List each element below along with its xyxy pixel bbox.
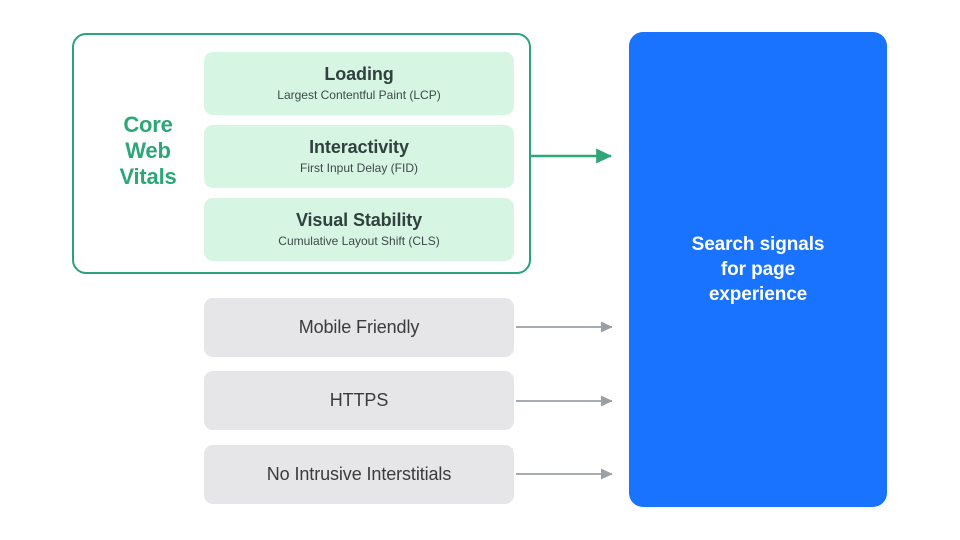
signal-box-https: HTTPS: [204, 371, 514, 430]
signal-box-label: HTTPS: [329, 390, 389, 410]
metric-card-title: Visual Stability: [295, 210, 423, 231]
search-signals-panel-label: Search signals for page experience: [691, 233, 825, 306]
metric-card-title: Interactivity: [309, 137, 409, 158]
search-signals-panel: Search signals for page experience: [629, 32, 887, 507]
metric-card-subtitle: Cumulative Layout Shift (CLS): [278, 233, 440, 248]
metric-card-interactivity: Interactivity First Input Delay (FID): [204, 125, 514, 188]
core-web-vitals-group: [72, 33, 531, 274]
metric-card-loading: Loading Largest Contentful Paint (LCP): [204, 52, 514, 115]
signal-box-label: Mobile Friendly: [298, 317, 420, 337]
signal-box-no-intrusive-interstitials: No Intrusive Interstitials: [204, 445, 514, 504]
metric-card-subtitle: Largest Contentful Paint (LCP): [277, 87, 441, 102]
core-web-vitals-label: Core Web Vitals: [119, 112, 177, 189]
metric-card-visual-stability: Visual Stability Cumulative Layout Shift…: [204, 198, 514, 261]
signal-box-label: No Intrusive Interstitials: [266, 464, 452, 484]
signal-box-mobile-friendly: Mobile Friendly: [204, 298, 514, 357]
metric-card-title: Loading: [324, 64, 394, 85]
metric-card-subtitle: First Input Delay (FID): [299, 160, 419, 175]
